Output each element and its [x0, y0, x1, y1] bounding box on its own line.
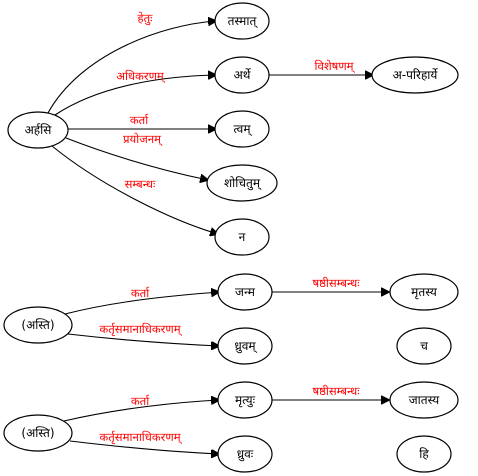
node-label: (अस्ति)	[21, 318, 54, 332]
edge-label: कर्तृसमानाधिकरणम्	[99, 430, 182, 445]
node-ellipse	[214, 56, 270, 94]
node-ellipse	[214, 110, 270, 148]
edge-label: प्रयोजनम्	[123, 132, 163, 146]
edge-arhasi-tasmat: हेतुः	[47, 11, 216, 114]
node-label: (अस्ति)	[21, 426, 54, 440]
node-mrityuh: मृत्युः	[217, 381, 273, 419]
node-janma: जन्म	[217, 273, 273, 311]
edge-label: कर्ता	[131, 394, 150, 408]
edge-mrityuh-jatasya: षष्ठीसम्बन्धः	[272, 384, 389, 400]
edge-label: अधिकरणम्	[116, 69, 166, 83]
node-aparihary: अ-परिहार्ये	[371, 56, 459, 94]
edge-line	[54, 75, 216, 116]
node-shochitum: शोचितुम्	[206, 164, 278, 202]
node-ellipse	[7, 111, 69, 149]
edge-line	[47, 21, 216, 114]
node-label: ध्रुवः	[237, 447, 254, 462]
edge-asti2-dhruvah: कर्तृसमानाधिकरणम्	[69, 430, 219, 454]
edge-line	[67, 333, 219, 346]
nodes-layer: अर्हसि तस्मात् अर्थे अ-परिहार्ये त्वम् शोचितु…	[3, 2, 459, 473]
node-tvam: त्वम्	[214, 110, 270, 148]
node-mritasya: मृतस्य	[389, 273, 459, 311]
edge-janma-mritasya: षष्ठीसम्बन्धः	[272, 276, 389, 292]
edge-label: कर्ता	[130, 113, 149, 127]
node-ellipse	[396, 327, 452, 365]
edge-arhasi-tvam: कर्ता	[68, 113, 216, 129]
edge-label: षष्ठीसम्बन्धः	[312, 276, 360, 290]
node-ellipse	[217, 435, 273, 473]
node-cha: च	[396, 327, 452, 365]
edge-label: विशेषणम्	[314, 59, 355, 73]
node-label: अर्हसि	[25, 123, 53, 137]
node-label: अर्थे	[234, 68, 252, 82]
node-ellipse	[3, 414, 73, 452]
edge-arhasi-arthe: अधिकरणम्	[54, 69, 216, 116]
node-asti1: (अस्ति)	[3, 306, 73, 344]
node-ellipse	[389, 273, 459, 311]
node-asti2: (अस्ति)	[3, 414, 73, 452]
node-ellipse	[217, 381, 273, 419]
edge-line	[65, 137, 208, 180]
node-ellipse	[371, 56, 459, 94]
edge-line	[63, 400, 219, 422]
edge-label: षष्ठीसम्बन्धः	[312, 384, 360, 398]
node-dhruvam: ध्रुवम्	[217, 327, 273, 365]
node-ellipse	[389, 381, 459, 419]
node-label: न	[239, 230, 246, 244]
node-ellipse	[214, 2, 270, 40]
edge-label: कर्ता	[131, 286, 150, 300]
node-dhruvah: ध्रुवः	[217, 435, 273, 473]
node-hi: हि	[396, 435, 452, 473]
edge-arhasi-shochitum: प्रयोजनम्	[65, 132, 208, 180]
edge-line	[64, 292, 219, 315]
node-ellipse	[3, 306, 73, 344]
node-label: शोचितुम्	[224, 176, 262, 191]
edge-label: सम्बन्धः	[125, 177, 156, 191]
node-label: जन्म	[235, 285, 256, 299]
edge-label: हेतुः	[138, 11, 154, 26]
edges-layer: हेतुः अधिकरणम् विशेषणम् कर्ता प्रयोजनम् सम्बन…	[47, 11, 389, 454]
edge-asti1-janma: कर्ता	[64, 286, 219, 315]
node-jatasya: जातस्य	[389, 381, 459, 419]
node-ellipse	[217, 273, 273, 311]
node-tasmat: तस्मात्	[214, 2, 270, 40]
node-label: अ-परिहार्ये	[393, 68, 439, 82]
node-label: तस्मात्	[228, 14, 259, 29]
node-label: च	[420, 339, 428, 353]
node-na: न	[214, 218, 270, 256]
edge-arthe-aparihary: विशेषणम्	[269, 59, 373, 75]
node-label: जातस्य	[409, 393, 441, 407]
edge-line	[51, 145, 218, 234]
edge-asti1-dhruvam: कर्तृसमानाधिकरणम्	[67, 322, 219, 346]
edge-line	[69, 440, 219, 454]
edge-arhasi-na: सम्बन्धः	[51, 145, 218, 234]
edge-asti2-mrityuh: कर्ता	[63, 394, 219, 422]
node-arhasi: अर्हसि	[7, 111, 69, 149]
node-arthe: अर्थे	[214, 56, 270, 94]
node-label: त्वम्	[233, 122, 252, 137]
node-label: मृत्युः	[235, 393, 256, 408]
node-label: ध्रुवम्	[234, 339, 257, 354]
node-ellipse	[206, 164, 278, 202]
node-label: हि	[419, 447, 429, 461]
node-ellipse	[214, 218, 270, 256]
edge-label: कर्तृसमानाधिकरणम्	[99, 322, 182, 337]
node-ellipse	[396, 435, 452, 473]
node-label: मृतस्य	[411, 285, 438, 300]
node-ellipse	[217, 327, 273, 365]
